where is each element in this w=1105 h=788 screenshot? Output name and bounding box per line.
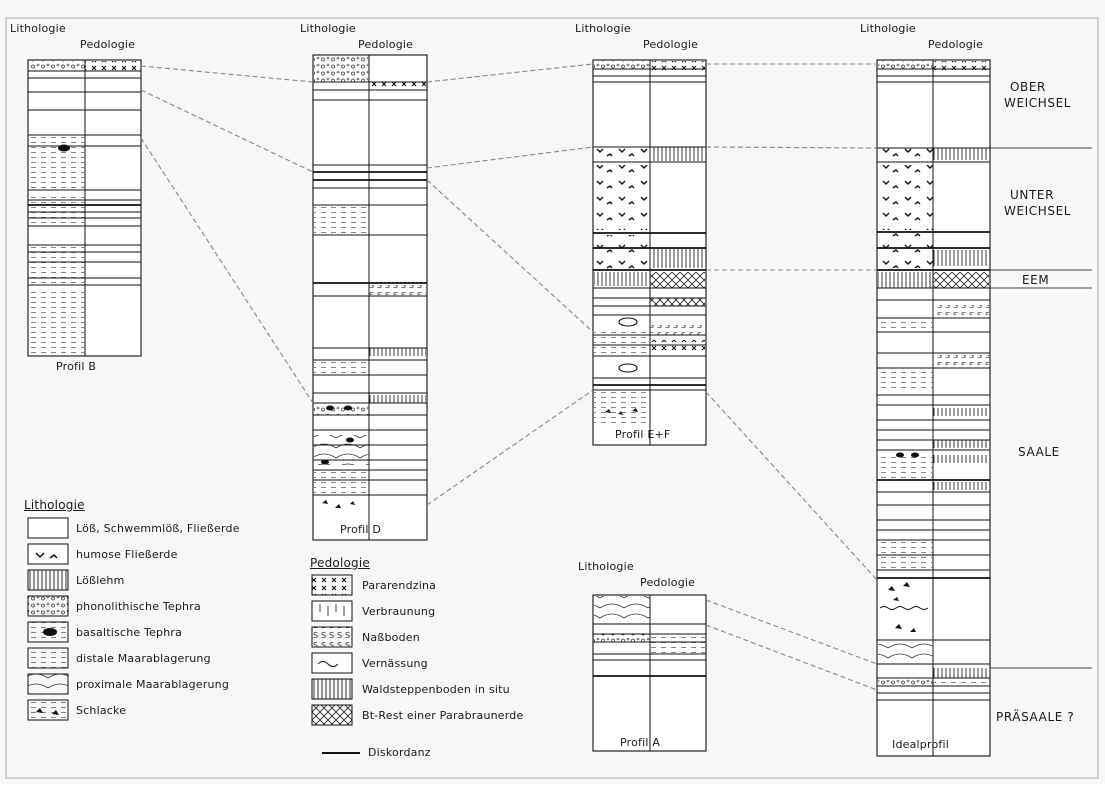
legend-lithologie-title: Lithologie xyxy=(24,498,85,512)
stage-unter-line1: UNTER xyxy=(1010,188,1054,202)
idealprofil-label: Idealprofil xyxy=(892,738,949,751)
legend-lithologie-item: proximale Maarablagerung xyxy=(76,678,229,691)
correlation-lines xyxy=(141,64,877,690)
stage-ober-line1: OBER xyxy=(1010,80,1046,94)
stage-praesaale: PRÄSAALE ? xyxy=(996,710,1074,724)
profil-a-lithologie-header: Lithologie xyxy=(578,560,634,573)
legend-lithologie-item: distale Maarablagerung xyxy=(76,652,211,665)
legend-lithologie-item: Schlacke xyxy=(76,704,126,717)
profil-d-column xyxy=(313,55,427,540)
profil-a-column xyxy=(593,595,706,751)
profil-a-label: Profil A xyxy=(620,736,660,749)
legend-pedologie-item: Bt-Rest einer Parabraunerde xyxy=(362,709,523,722)
legend-diskordanz-label: Diskordanz xyxy=(368,746,431,759)
stage-unter-line2: WEICHSEL xyxy=(1004,204,1071,218)
legend-lithologie-item: basaltische Tephra xyxy=(76,626,182,639)
idealprofil-column xyxy=(877,60,990,756)
legend-pedologie-item: Naßboden xyxy=(362,631,420,644)
profil-b-column xyxy=(28,60,141,356)
profil-b-lithologie-header: Lithologie xyxy=(10,22,66,35)
legend-lithologie-swatches xyxy=(28,518,68,720)
profil-ef-lithologie-header: Lithologie xyxy=(575,22,631,35)
profil-d-label: Profil D xyxy=(340,523,381,536)
legend-pedologie-swatches xyxy=(312,575,360,753)
profil-b-pedologie-header: Pedologie xyxy=(80,38,135,51)
profil-ef-column xyxy=(593,60,706,445)
idealprofil-pedologie-header: Pedologie xyxy=(928,38,983,51)
legend-pedologie-item: Waldsteppenboden in situ xyxy=(362,683,510,696)
legend-lithologie-item: humose Fließerde xyxy=(76,548,178,561)
profil-ef-label: Profil E+F xyxy=(615,428,670,441)
legend-pedologie-item: Verbraunung xyxy=(362,605,435,618)
profil-a-pedologie-header: Pedologie xyxy=(640,576,695,589)
legend-lithologie-item: phonolithische Tephra xyxy=(76,600,201,613)
legend-lithologie-item: Löß, Schwemmlöß, Fließerde xyxy=(76,522,240,535)
profil-d-pedologie-header: Pedologie xyxy=(358,38,413,51)
legend-pedologie-item: Pararendzina xyxy=(362,579,436,592)
legend-lithologie-item: Lößlehm xyxy=(76,574,125,587)
legend-pedologie-item: Vernässung xyxy=(362,657,428,670)
profil-ef-pedologie-header: Pedologie xyxy=(643,38,698,51)
profil-b-label: Profil B xyxy=(56,360,96,373)
idealprofil-lithologie-header: Lithologie xyxy=(860,22,916,35)
stage-boundaries xyxy=(990,148,1092,668)
legend-pedologie-title: Pedologie xyxy=(310,556,370,570)
stage-ober-line2: WEICHSEL xyxy=(1004,96,1071,110)
stage-saale: SAALE xyxy=(1018,445,1060,459)
profil-d-lithologie-header: Lithologie xyxy=(300,22,356,35)
stage-eem: EEM xyxy=(1022,273,1049,287)
